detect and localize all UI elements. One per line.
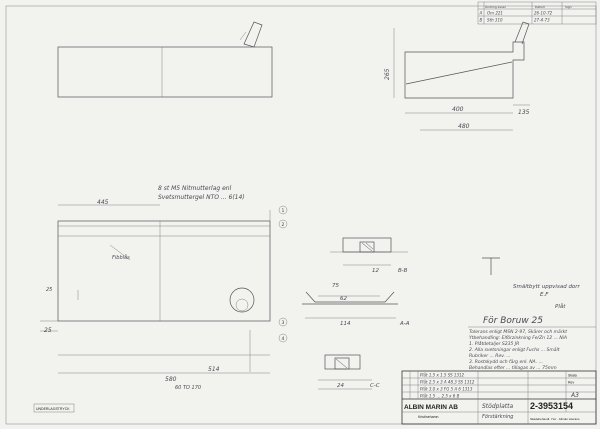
note-a: Smältbytt uppvisad dorr xyxy=(513,284,581,290)
balloon-4-label: 4 xyxy=(282,336,285,342)
welding-note: Fibblås xyxy=(112,254,130,261)
sec-dim-12: 12 xyxy=(372,268,379,274)
drawing-number: 2-3953154 xyxy=(530,401,573,411)
stamp-text: UNDERLAGSTRYCK xyxy=(36,407,70,411)
main-dim-445: 445 xyxy=(97,199,109,206)
balloon-1-label: 1 xyxy=(282,208,285,214)
remark-5: Rubriker ... Rev. ... xyxy=(469,353,511,359)
main-dim-25b: 25 xyxy=(46,287,52,293)
balloon-1 xyxy=(278,205,288,215)
note-b: E.F xyxy=(540,292,549,298)
rev-header-date: Datum xyxy=(535,5,545,9)
revision-label: Rev xyxy=(568,381,574,385)
remarks-block: Tolerans enligt MSN 2-97, Skärer och mär… xyxy=(468,326,596,371)
remark-1: Tolerans enligt MSN 2-97, Skärer och mär… xyxy=(469,329,567,335)
stamp: UNDERLAGSTRYCK xyxy=(33,403,75,413)
tb-row-2: Plåt 2.5 x 3 A 48.3 SS 1312 xyxy=(420,380,475,385)
side-view: 400 480 135 265 xyxy=(384,21,530,131)
main-dim-514: 514 xyxy=(208,366,220,373)
main-dim-580: 580 xyxy=(165,376,177,383)
section-views: 12 B-B 75 62 114 A-A 24 C-C xyxy=(302,237,500,390)
scale-label: Skala xyxy=(568,374,577,378)
sec-dim-114: 114 xyxy=(340,321,351,327)
balloon-3-label: 3 xyxy=(282,320,285,326)
part-sub: Förstärkning xyxy=(482,414,513,420)
handwritten-title: För Boruw 25 xyxy=(483,316,543,326)
remark-3: 1. Plåtdetaljer S235 JR xyxy=(469,340,519,347)
sec-label-bb: B-B xyxy=(398,268,408,274)
rev-header-change: Ändring avser xyxy=(485,4,507,9)
main-note-line2: Svetsmuttergel NTO ... 6(14) xyxy=(158,194,245,201)
remark-6: 3. Rostskydd och färg enl. NA. ... xyxy=(469,359,543,365)
rev-a-change: Om 221 xyxy=(487,11,503,16)
tb-row-1: Plåt 1.5 x 1.5 SS 1312 xyxy=(420,373,465,378)
bottom-strip: Skadebehandl. Ytor · Allmän tolerans xyxy=(530,417,580,421)
title-block: Plåt 1.5 x 1.5 SS 1312 Plåt 2.5 x 3 A 48… xyxy=(401,370,597,425)
sec-dim-75: 75 xyxy=(332,283,339,289)
side-dim-135: 135 xyxy=(518,109,530,116)
side-dim-480: 480 xyxy=(458,123,470,130)
remark-4: 2. Alla svetsningar enligt Fuchs ... Smä… xyxy=(469,347,560,353)
sheet-border xyxy=(5,5,597,425)
plan-view xyxy=(57,21,273,98)
rev-a-letter: A xyxy=(479,11,483,16)
part-name: Stödplatta xyxy=(482,403,513,410)
tb-row-3: Plåt 3.0 x 3 FG 5 A 6 1313 xyxy=(420,387,473,392)
sheet-size: A3 xyxy=(570,392,579,399)
revision-table: Ändring avser Datum Sign A Om 221 26-10-… xyxy=(477,1,597,25)
rev-a-date: 26-10-72 xyxy=(534,11,553,16)
main-dim-25a: 25 xyxy=(44,327,52,334)
company-sub: Kristinehamn xyxy=(418,415,438,419)
front-view: 8 st M5 Nitmutterlag enl Svetsmuttergel … xyxy=(40,185,288,391)
rev-b-letter: B xyxy=(480,18,483,23)
notes-area: Smältbytt uppvisad dorr E.F Plåt För Bor… xyxy=(483,284,581,326)
sec-label-cc: C-C xyxy=(370,383,380,389)
remark-7: Behandlas efter ... tillagas av ... 75mm xyxy=(469,365,557,371)
sec-dim-62: 62 xyxy=(340,296,347,302)
balloon-2-label: 2 xyxy=(282,222,285,228)
sec-dim-24: 24 xyxy=(337,383,344,389)
sec-label-aa: A-A xyxy=(399,321,410,327)
side-dim-265: 265 xyxy=(384,68,391,80)
balloon-3 xyxy=(278,317,288,327)
rev-header-sign: Sign xyxy=(565,5,572,9)
rev-b-date: 27-4-73 xyxy=(534,18,550,23)
rev-b-change: Sth 310 xyxy=(487,18,503,23)
note-c: Plåt xyxy=(555,303,566,310)
remark-2: Ytbehandling: Elförzinkning Fe/Zn 12 ...… xyxy=(469,335,567,341)
company-name: ALBIN MARIN AB xyxy=(404,404,458,411)
main-dim-470: 60 TO 170 xyxy=(175,385,201,391)
tb-row-4: Plåt 1.5 ... 2.5 x 6 B xyxy=(420,394,460,399)
balloon-2 xyxy=(278,219,288,229)
balloon-4 xyxy=(278,333,288,343)
side-dim-400: 400 xyxy=(452,106,464,113)
main-note-line1: 8 st M5 Nitmutterlag enl xyxy=(158,185,232,192)
